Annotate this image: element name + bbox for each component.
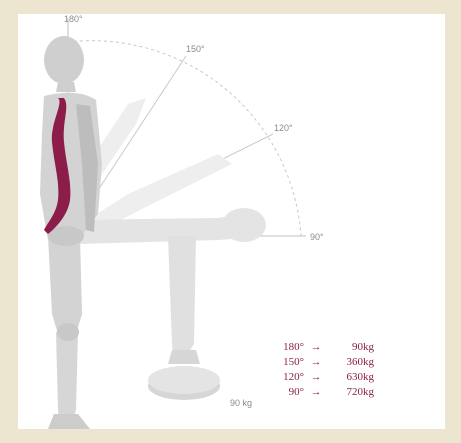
angle-label-180: 180° [64, 14, 83, 24]
table-load: 90kg [352, 341, 375, 353]
angle-arc [68, 41, 301, 236]
angle-label-90: 90° [310, 232, 324, 242]
table-angle: 90° [289, 386, 304, 398]
table-arrow: → [311, 386, 322, 398]
weight [148, 366, 220, 400]
table-arrow: → [311, 371, 322, 383]
figure-panel: 180° 150° 120° 90° 90 kg 180° → 90kg 150… [18, 14, 445, 429]
table-angle: 150° [283, 356, 304, 368]
table-arrow: → [311, 356, 322, 368]
table-load: 360kg [347, 356, 375, 368]
table-load: 630kg [347, 371, 375, 383]
table-arrow: → [311, 341, 322, 353]
bent-figure [76, 208, 266, 364]
weight-label: 90 kg [230, 398, 252, 408]
table-load: 720kg [347, 386, 375, 398]
load-table: 180° → 90kg 150° → 360kg 120° → 630kg 90… [283, 341, 374, 398]
spine-load-diagram: 180° 150° 120° 90° 90 kg 180° → 90kg 150… [18, 14, 445, 429]
angle-label-120: 120° [274, 123, 293, 133]
angle-label-150: 150° [186, 44, 205, 54]
table-angle: 180° [283, 341, 304, 353]
table-angle: 120° [283, 371, 304, 383]
